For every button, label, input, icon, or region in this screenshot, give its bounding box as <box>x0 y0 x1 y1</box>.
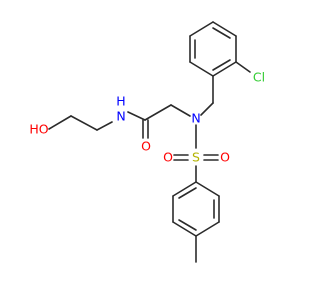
ring1-d3 <box>212 59 231 71</box>
bond-c4-n <box>170 104 191 117</box>
bond-n-c3 <box>127 111 146 121</box>
bond-c1-c2 <box>70 115 98 131</box>
ring1-b1 <box>189 61 214 77</box>
atom-o-sulfonyl-right: O <box>220 150 230 165</box>
atom-n-sulfonamide: N <box>191 111 200 126</box>
ring1-d2 <box>212 27 231 39</box>
ring2-b3 <box>195 221 220 237</box>
atom-labels: HO N H O N S O O Cl <box>29 70 265 165</box>
bonds <box>48 21 251 263</box>
atom-h-amide: H <box>116 94 125 109</box>
ring2-b4 <box>172 221 197 237</box>
atom-s: S <box>192 150 200 165</box>
ring2-d2 <box>178 219 197 231</box>
atom-oh: HO <box>29 122 48 137</box>
bond-c2-n <box>96 121 113 131</box>
ring1-b6 <box>212 61 237 77</box>
ring2-b6 <box>172 181 197 197</box>
ring2-d3 <box>178 187 197 199</box>
ring1-b4 <box>212 21 237 37</box>
atom-o-carbonyl: O <box>141 139 151 154</box>
bond-c-cl <box>235 61 251 73</box>
atom-o-sulfonyl-left: O <box>163 150 173 165</box>
bond-n-c5 <box>200 102 214 116</box>
atom-n-amide: N <box>116 109 125 124</box>
molecule-canvas: HO N H O N S O O Cl <box>29 21 265 263</box>
atom-cl: Cl <box>253 70 265 85</box>
bond-c3-c4 <box>144 104 172 121</box>
ring1-b3 <box>189 21 214 37</box>
ring2-b1 <box>195 181 220 197</box>
molecule-structure: HO N H O N S O O Cl <box>29 21 265 263</box>
bond-o-c1 <box>48 115 72 130</box>
